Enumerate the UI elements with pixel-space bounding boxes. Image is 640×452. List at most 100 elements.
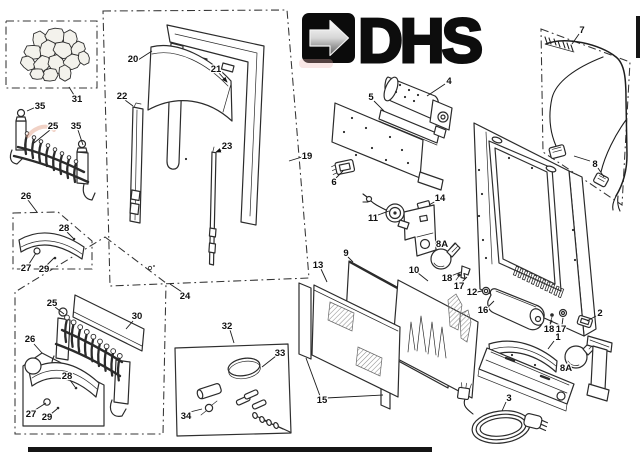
part-label-28: 28	[62, 371, 73, 382]
brand-logo: DHS	[302, 6, 485, 78]
part-label-20: 20	[128, 54, 139, 65]
part-label-25: 25	[48, 121, 59, 132]
vent-slots	[512, 265, 565, 299]
coal-set-kit-box	[14, 236, 167, 435]
screws	[252, 411, 291, 433]
fixing-bracket-upper	[460, 265, 471, 280]
wiring-harness	[544, 36, 628, 212]
part-label-35: 35	[35, 101, 46, 112]
cord-connector	[456, 386, 471, 401]
firebox-panel	[473, 122, 597, 337]
door-frame	[166, 24, 265, 226]
part-label-29: 29	[42, 412, 53, 423]
part-label-25: 25	[47, 298, 58, 309]
part-label-13: 13	[313, 260, 324, 271]
part-label-30: 30	[132, 311, 143, 322]
door-frame-kit	[129, 24, 265, 271]
part-label-24: 24	[180, 291, 191, 302]
part-label-28: 28	[59, 223, 70, 234]
scan-artifact-bottom	[28, 447, 432, 452]
front-trim-and-base	[477, 308, 613, 412]
part-label-15: 15	[317, 395, 328, 406]
part-label-8: 8	[592, 159, 597, 170]
ashpan-kit-box-upper	[12, 211, 93, 270]
coal-set-kit	[24, 294, 145, 417]
part-label-31: 31	[72, 94, 83, 105]
part-label-14: 14	[435, 193, 446, 204]
heater-element	[378, 109, 440, 144]
part-label-22: 22	[117, 91, 128, 102]
heater-assembly	[331, 76, 453, 191]
fret-ribs-lower	[64, 314, 123, 382]
scan-artifact-edge	[636, 16, 640, 58]
part-label-16: 16	[478, 305, 489, 316]
part-label-17: 17	[454, 281, 465, 292]
part-label-35: 35	[71, 121, 82, 132]
mains-plug	[523, 413, 543, 430]
arrow-right-icon	[302, 13, 355, 63]
part-label-26: 26	[25, 334, 36, 345]
finial-lower-left	[58, 307, 68, 317]
scan-artifacts	[26, 16, 640, 452]
fret-assembly-upper	[9, 108, 96, 201]
part-label-11: 11	[368, 213, 379, 224]
part-label-8A: 8A	[436, 239, 448, 250]
part-label-10: 10	[409, 265, 420, 276]
ashpan-cover-upper	[18, 232, 85, 260]
flame-effect-panels	[298, 260, 545, 410]
motor-and-bracket	[362, 193, 461, 270]
part-label-23: 23	[222, 141, 233, 152]
harness-kit-box	[540, 28, 631, 206]
cover-knob	[33, 247, 41, 255]
coals-kit-box	[5, 20, 98, 89]
part-label-21: 21	[211, 64, 222, 75]
part-label-3: 3	[506, 393, 511, 404]
power-cord	[456, 382, 549, 444]
wall-plugs	[235, 389, 267, 410]
fret-ribs-upper	[24, 131, 79, 184]
part-label-27: 27	[26, 409, 37, 420]
fixing-kit-box	[174, 343, 292, 437]
control-bracket	[403, 204, 437, 257]
bulb-lower	[564, 345, 588, 369]
fixing-screw-lower	[550, 313, 554, 317]
part-label-1: 1	[555, 332, 561, 343]
finial-left	[16, 108, 26, 118]
hose-clip	[227, 357, 261, 380]
part-label-12: 12	[467, 287, 478, 298]
part-label-9: 9	[343, 248, 348, 259]
front-trim-strip	[488, 340, 558, 373]
canopy	[147, 45, 233, 122]
part-label-19: 19	[302, 151, 313, 162]
door-frame-kit-box	[102, 9, 310, 287]
harness-connector-a	[548, 144, 567, 160]
pedestal-bracket	[586, 335, 613, 402]
part-label-29: 29	[39, 264, 50, 275]
part-label-33: 33	[275, 348, 286, 359]
coals-pile	[19, 27, 90, 82]
part-label-26: 26	[21, 191, 32, 202]
firebox-front	[473, 122, 585, 337]
part-label-34: 34	[181, 411, 192, 422]
part-label-18: 18	[442, 273, 453, 284]
part-label-27: 27	[21, 263, 32, 274]
brand-wordmark: DHS	[358, 7, 481, 76]
part-label-32: 32	[222, 321, 233, 332]
fixing-kit	[196, 357, 291, 433]
heater-connector	[334, 159, 356, 175]
bulb-upper	[430, 248, 452, 270]
part-label-5: 5	[368, 92, 374, 103]
part-label-8A: 8A	[560, 363, 572, 374]
tape-roll	[196, 383, 222, 400]
part-label-7: 7	[579, 25, 584, 36]
part-label-17: 17	[556, 324, 567, 335]
part-label-2: 2	[597, 308, 602, 319]
part-label-4: 4	[446, 76, 452, 87]
spring-clip	[204, 403, 214, 413]
screw-hole-dots	[342, 83, 577, 367]
side-channel-left	[298, 282, 312, 360]
fret-back-bar	[72, 294, 145, 352]
